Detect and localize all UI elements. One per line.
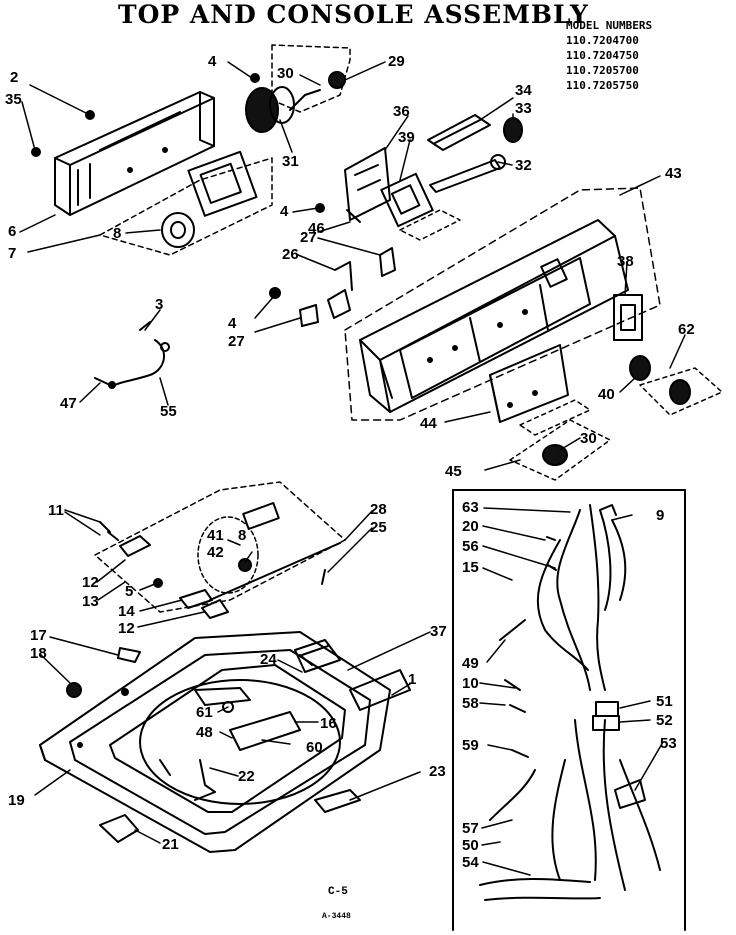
console-cover (489, 344, 591, 436)
part-label: 58 (462, 695, 479, 712)
part-label: 24 (260, 651, 277, 668)
part-label: 13 (82, 593, 99, 610)
part-label: 21 (162, 836, 179, 853)
part-label: 26 (282, 246, 299, 263)
wiring-harness-panel (452, 489, 686, 931)
part-label: 45 (445, 463, 462, 480)
model-number: 110.7204700 (566, 34, 639, 47)
part-label: 3 (155, 296, 163, 313)
knob-parts (629, 355, 723, 416)
part-label: 38 (617, 253, 634, 270)
part-label: 1 (408, 671, 416, 688)
part-label: 14 (118, 603, 135, 620)
part-label: 56 (462, 538, 479, 555)
part-label: 54 (462, 854, 479, 871)
model-number: 110.7205750 (566, 79, 639, 92)
end-cap (613, 294, 643, 341)
part-label: 12 (82, 574, 99, 591)
part-label: 62 (678, 321, 695, 338)
part-label: 4 (208, 53, 217, 70)
part-label: 44 (420, 415, 437, 432)
model-number: 110.7205700 (566, 64, 639, 77)
clips (269, 247, 396, 327)
part-label: 63 (462, 499, 479, 516)
part-label: 10 (462, 675, 479, 692)
part-label: 15 (462, 559, 479, 576)
part-label: 18 (30, 645, 47, 662)
part-label: 42 (207, 544, 224, 561)
part-label: 6 (8, 223, 16, 240)
part-label: 2 (10, 69, 18, 86)
page-code: C-5 (328, 886, 348, 898)
part-label: 4 (280, 203, 289, 220)
part-label: 5 (125, 583, 133, 600)
leader-lines (19, 61, 686, 876)
part-label: 47 (60, 395, 77, 412)
part-label: 30 (580, 430, 597, 447)
part-label: 29 (388, 53, 405, 70)
timer-assembly (245, 44, 351, 133)
part-label: 48 (196, 724, 213, 741)
part-label: 20 (462, 518, 479, 535)
part-label: 53 (660, 735, 677, 752)
part-label: 33 (515, 100, 532, 117)
model-number: 110.7204750 (566, 49, 639, 62)
model-header: MODEL NUMBERS (566, 19, 653, 32)
control-mount-plate (99, 150, 273, 256)
part-label: 27 (300, 229, 317, 246)
switch-assembly (315, 147, 461, 241)
part-label: 57 (462, 820, 479, 837)
part-label: 36 (393, 103, 410, 120)
ground-wire (94, 321, 170, 389)
part-label: 27 (228, 333, 245, 350)
part-label: 31 (282, 153, 299, 170)
selector-parts (427, 114, 523, 193)
drawing-number: A-3448 (322, 912, 351, 921)
part-label: 32 (515, 157, 532, 174)
model-numbers: MODEL NUMBERS 110.7204700 110.7204750 11… (566, 18, 652, 93)
washer-top (39, 631, 411, 853)
part-label: 40 (598, 386, 615, 403)
part-label: 60 (306, 739, 323, 756)
part-label: 51 (656, 693, 673, 710)
part-label: 41 (207, 527, 224, 544)
part-label: 25 (370, 519, 387, 536)
part-label: 49 (462, 655, 479, 672)
part-label: 61 (196, 704, 213, 721)
end-cap-inner (620, 304, 636, 331)
part-label: 37 (430, 623, 447, 640)
part-label: 59 (462, 737, 479, 754)
part-label: 43 (665, 165, 682, 182)
part-label: 12 (118, 620, 135, 637)
part-label: 8 (113, 225, 121, 242)
console-panel (344, 187, 661, 421)
part-label: 28 (370, 501, 387, 518)
backsplash-bracket (31, 91, 215, 216)
part-label: 23 (429, 763, 446, 780)
part-label: 16 (320, 715, 337, 732)
part-label: 9 (656, 507, 664, 524)
part-label: 7 (8, 245, 16, 262)
part-label: 46 (308, 220, 325, 237)
part-label: 4 (228, 315, 237, 332)
part-label: 8 (238, 527, 246, 544)
part-label: 22 (238, 768, 255, 785)
page-title: TOP AND CONSOLE ASSEMBLY (118, 0, 589, 29)
part-labels: 2 35 6 7 8 4 30 29 31 36 39 34 33 32 43 … (5, 53, 695, 871)
part-label: 52 (656, 712, 673, 729)
part-label: 17 (30, 627, 47, 644)
part-label: 34 (515, 82, 532, 99)
part-label: 50 (462, 837, 479, 854)
part-label: 35 (5, 91, 22, 108)
part-label: 19 (8, 792, 25, 809)
part-label: 55 (160, 403, 177, 420)
part-label: 39 (398, 129, 415, 146)
part-label: 11 (48, 502, 64, 519)
part-label: 30 (277, 65, 294, 82)
